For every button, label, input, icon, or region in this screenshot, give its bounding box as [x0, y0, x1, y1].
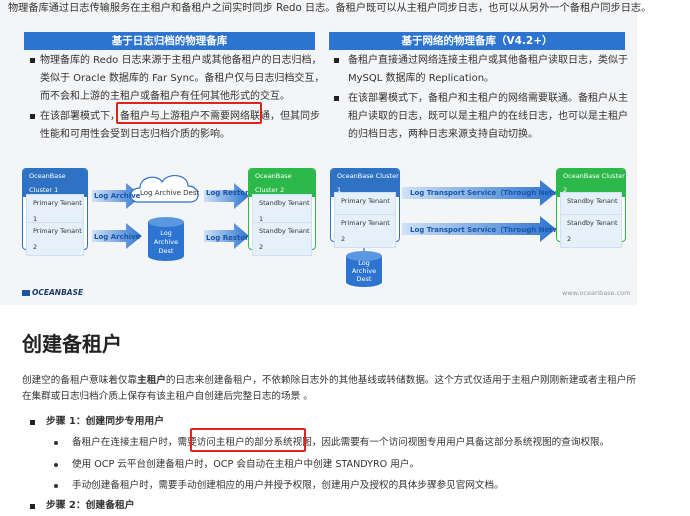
bullet-dot [54, 441, 58, 445]
bullet-dot [54, 463, 58, 467]
left-b1-line3: 而不会和上游的主租户或备租户有任何其他形式的交互。 [40, 91, 290, 102]
right-b2-line3: 的归档日志，两种日志来源支持自动切换。 [348, 129, 538, 140]
s1-b3: 手动创建备租户时，需要手动创建相应的用户并授予权限，创建用户及授权的具体步骤参见… [72, 480, 504, 491]
section-title: 创建备租户 [22, 332, 122, 356]
bullet [30, 114, 35, 119]
left-b2-line1: 在该部署模式下，备租户与上游租户不需要网络联通，但其同步 [40, 108, 320, 126]
db-left-l3: Dest [158, 247, 174, 255]
bullet-dot [54, 484, 58, 488]
right-b2-line2: 租户读取的日志，既可以是主租户的在线日志，也可以是主租户 [348, 111, 628, 122]
diagram-arrows [92, 175, 556, 287]
section-p1-line2: 在集群或日志归档介质上保存有该主租户自创建后完整日志的场景 。 [22, 391, 313, 402]
oceanbase-logo: OCEANBASE [32, 288, 84, 297]
log-restore-label-top: Log Restore [206, 189, 254, 197]
bullet [334, 58, 339, 63]
left-b1-line2: 类似于 Oracle 数据库的 Far Sync。备租户仅与日志归档交互， [40, 73, 325, 84]
db-right-l1: Log [358, 259, 370, 267]
db-right-l2: Archive [351, 267, 377, 275]
db-right-l3: Dest [356, 275, 372, 283]
arrow-transport-bottom [402, 216, 556, 242]
intro-text: 物理备库通过日志传输服务在主租户和备租户之间实时同步 Redo 日志。备租户既可… [8, 3, 652, 14]
left-b2-post: ，但其同步 [270, 111, 320, 122]
right-b1-line1: 备租户直接通过网络连接主租户或其他备租户读取日志，类似于 [348, 55, 628, 66]
left-b2-pre: 在该部署模式下， [40, 111, 120, 122]
log-archive-label-bottom: Log Archive [94, 233, 141, 241]
slide-background [0, 0, 637, 305]
right-b1-line2: MySQL 数据库的 Replication。 [348, 73, 495, 84]
highlight-box-sysview [190, 428, 306, 452]
step1-heading: 步骤 1：创建同步专用用户 [46, 416, 164, 427]
p1-pre: 创建空的备租户意味着仅靠 [22, 375, 138, 386]
highlight-box-network [116, 102, 262, 124]
s1-b1-pre: 备租户在连接主租户时，需要 [72, 437, 197, 448]
s1-b1-post: ，因此需要有一个访问视图专用用户具备这部分系统视图的查询权限。 [311, 437, 610, 448]
arrow-log-restore-top [204, 183, 249, 209]
primary-tenant-2-right: Primary Tenant 2 [334, 214, 396, 248]
standby-tenant-2: Standby Tenant 2 [252, 222, 312, 256]
right-b2-line1: 在该部署模式下，备租户和主租户的网络需要联通。备租户从主 [348, 93, 628, 104]
cluster1-title: OceanBase Cluster 1 [23, 169, 87, 197]
bullet [334, 96, 339, 101]
cluster2-title: OceanBase Cluster 2 [249, 169, 315, 197]
log-archive-label-top: Log Archive [94, 192, 141, 200]
log-restore-label-bottom: Log Restore [206, 234, 254, 242]
left-panel-title: 基于日志归档的物理备库 [24, 32, 315, 50]
highlight-network: 备租户与上游租户不需要网络联通 [120, 111, 270, 122]
cloud-label: Log Archive Dest [140, 189, 200, 197]
db-cylinder-right [346, 251, 382, 287]
db-cylinder-left [148, 217, 184, 261]
cloud-shape [130, 175, 199, 203]
s1-b2: 使用 OCP 云平台创建备租户时，OCP 会自动在主租户中创建 STANDYRO… [72, 459, 420, 470]
highlight-sysview: 访问主租户的部分系统视图 [196, 437, 312, 448]
s1-b1: 备租户在连接主租户时，需要访问主租户的部分系统视图，因此需要有一个访问视图专用用… [72, 434, 609, 452]
transport-label-top: Log Transport Service（Through Network） [410, 189, 579, 197]
step2-heading: 步骤 2：创建备租户 [46, 500, 135, 511]
db-left-l2: Archive [153, 238, 179, 246]
section-p1-line1: 创建空的备租户意味着仅靠主租户的日志来创建备租户，不依赖除日志外的其他基线或转储… [22, 372, 636, 390]
oceanbase-logo-icon [22, 290, 30, 296]
db-left-l1: Log [160, 229, 172, 237]
site-url: www.oceanbase.com [562, 289, 631, 297]
left-b2-line2: 性能和可用性会受到日志归档介质的影响。 [40, 129, 230, 140]
primary-tenant-2: Primary Tenant 2 [26, 222, 84, 256]
arrow-log-archive-top [92, 183, 142, 209]
standby-tenant-2-right: Standby Tenant 2 [560, 214, 622, 248]
arrow-log-archive-bottom [92, 223, 142, 249]
p1-bold: 主租户 [137, 375, 166, 386]
transport-label-bottom: Log Transport Service（Through Network） [410, 226, 579, 234]
step-bullet [30, 420, 35, 425]
p1-post: 的日志来创建备租户，不依赖除日志外的其他基线或转储数据。这个方式仅适用于主租户刚… [165, 375, 636, 386]
arrow-log-restore-bottom [204, 223, 249, 249]
step-bullet [30, 504, 35, 509]
right-panel-title: 基于网络的物理备库（V4.2+） [329, 32, 625, 50]
left-b1-line1: 物理备库的 Redo 日志来源于主租户或其他备租户的日志归档， [40, 55, 322, 66]
arrow-transport-top [402, 180, 556, 206]
bullet [30, 58, 35, 63]
